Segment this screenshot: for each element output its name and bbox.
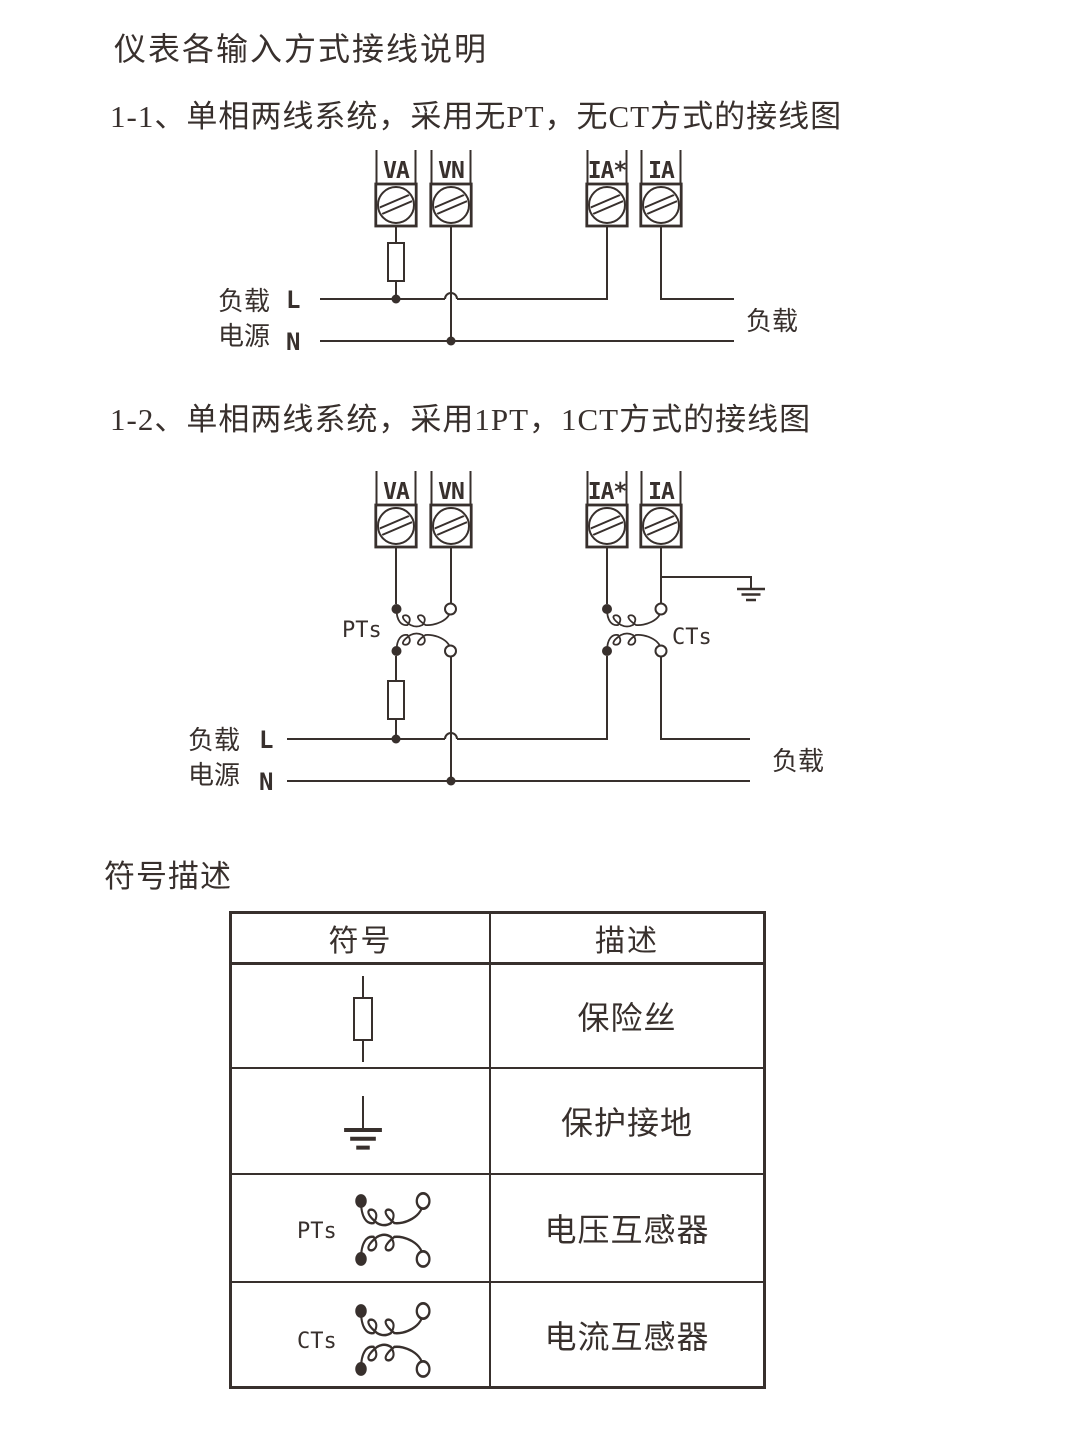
terminal-va-label: VA [383, 158, 410, 184]
junction-dot [446, 336, 456, 346]
fuse-symbol [387, 242, 405, 282]
junction-dot [391, 734, 401, 744]
symbol-table-header-desc: 描述 [491, 914, 763, 965]
fuse-desc: 保险丝 [577, 1000, 677, 1036]
terminal-ia-star [586, 471, 628, 547]
terminal-ia-star-label: IA* [588, 479, 627, 505]
diagram-1-2: VA VN IA* IA [188, 471, 824, 796]
section-1-2-heading: 1-2、单相两线系统，采用1PT，1CT方式的接线图 [110, 402, 812, 437]
line-l-label: L [286, 286, 300, 314]
load-label-right: 负载 [746, 307, 798, 336]
earth-symbol-cell [232, 1067, 491, 1173]
source-power-label: 电源 [188, 761, 240, 790]
pt-transformer-symbol [390, 602, 457, 658]
terminal-vn [430, 471, 472, 547]
earth-symbol [735, 587, 767, 602]
pt-symbol-cell [232, 1173, 491, 1281]
line-l-label: L [259, 726, 273, 754]
symbol-table: 符号 描述 保险丝 保护接地 电压互感器 电流互感器 [229, 911, 766, 1389]
terminal-va [375, 471, 417, 547]
terminal-ia [640, 150, 682, 226]
earth-desc: 保护接地 [491, 1067, 763, 1173]
junction-dot [446, 776, 456, 786]
terminal-ia-label: IA [648, 158, 675, 184]
wires-1-2 [287, 547, 752, 782]
fuse-symbol-cell [232, 965, 491, 1067]
ct-transformer-symbol [601, 602, 668, 658]
terminal-ia [640, 471, 682, 547]
terminal-va-label: VA [383, 479, 410, 505]
symbol-table-header-symbol: 符号 [232, 914, 491, 965]
line-n-label: N [259, 768, 273, 796]
terminal-ia-star [586, 150, 628, 226]
line-n-label: N [286, 328, 300, 356]
ground-branch [661, 576, 752, 589]
symbol-section-heading: 符号描述 [104, 859, 232, 894]
ct-desc: 电流互感器 [491, 1281, 763, 1386]
wire-hop [444, 732, 458, 740]
source-power-label: 电源 [218, 322, 270, 351]
terminal-ia-label: IA [648, 479, 675, 505]
page-title: 仪表各输入方式接线说明 [114, 31, 489, 67]
source-load-label: 负载 [188, 726, 240, 755]
terminal-vn-label: VN [438, 158, 464, 184]
terminal-ia-star-label: IA* [588, 158, 627, 184]
pt-desc: 电压互感器 [491, 1173, 763, 1281]
terminal-vn [430, 150, 472, 226]
wires-1-1 [320, 226, 734, 342]
terminal-va [375, 150, 417, 226]
pt-label: PTs [342, 618, 382, 643]
junction-dot [391, 294, 401, 304]
fuse-symbol [387, 680, 405, 720]
load-label-right: 负载 [772, 747, 824, 776]
diagram-1-1: VA VN IA* IA 负载 电源 L N 负载 [218, 150, 798, 356]
source-load-label: 负载 [218, 287, 270, 316]
ct-symbol-cell [232, 1281, 491, 1386]
terminal-vn-label: VN [438, 479, 464, 505]
wire-hop [444, 292, 458, 300]
section-1-1-heading: 1-1、单相两线系统，采用无PT，无CT方式的接线图 [110, 99, 843, 134]
ct-label: CTs [672, 625, 712, 650]
